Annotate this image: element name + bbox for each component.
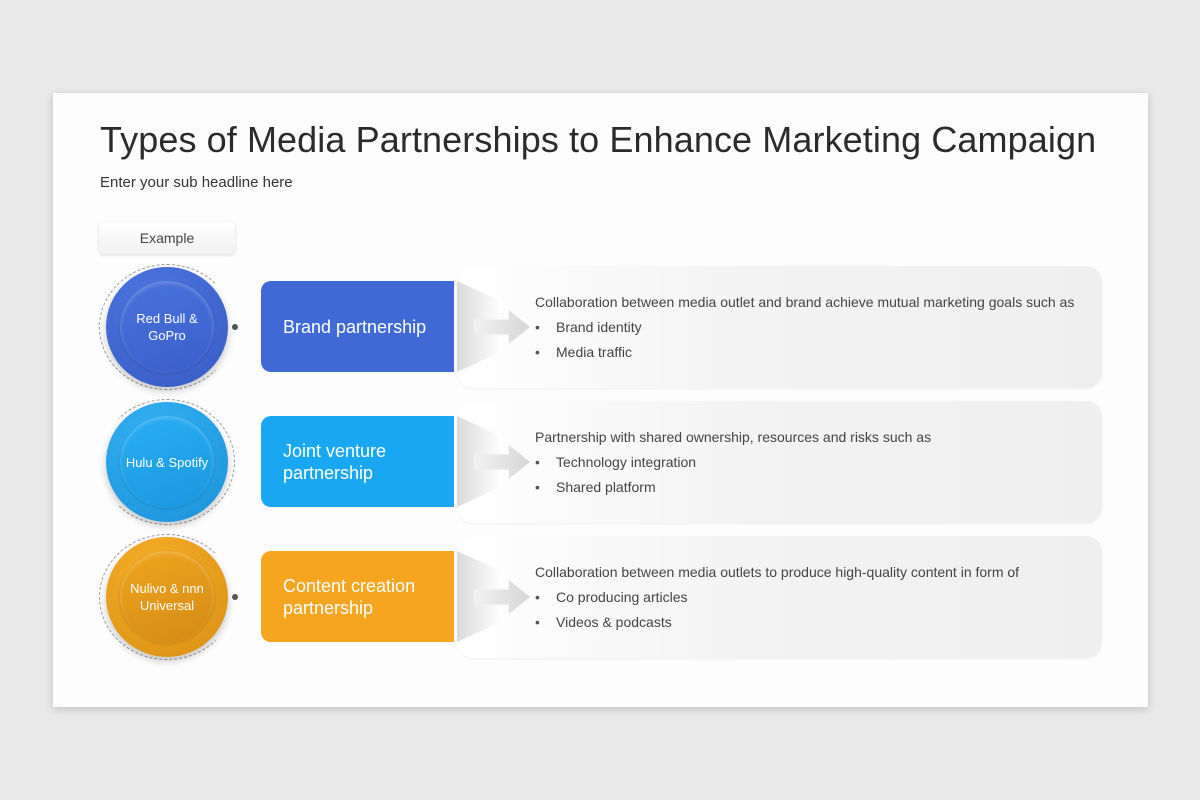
partnership-row-content-creation: Nulivo & nnn Universal Content creation … (53, 534, 1148, 660)
list-item: Videos & podcasts (535, 614, 688, 639)
partnership-type-joint-venture: Joint venture partnership (261, 416, 454, 507)
example-circle: Nulivo & nnn Universal (106, 537, 228, 657)
slide: Types of Media Partnerships to Enhance M… (53, 93, 1148, 707)
dashed-ring (99, 264, 235, 390)
example-circle: Red Bull & GoPro (106, 267, 228, 387)
partnership-type-content-creation: Content creation partnership (261, 551, 454, 642)
example-text: Red Bull & GoPro (120, 281, 214, 373)
slide-title: Types of Media Partnerships to Enhance M… (100, 119, 1097, 160)
bullet-list: Brand identity Media traffic (535, 319, 642, 369)
example-text: Nulivo & nnn Universal (120, 551, 214, 643)
dashed-ring (99, 399, 235, 525)
bullet-list: Technology integration Shared platform (535, 454, 696, 504)
description-text: Collaboration between media outlet and b… (535, 294, 1075, 310)
dashed-ring (99, 534, 235, 660)
description-text: Partnership with shared ownership, resou… (535, 429, 932, 445)
list-item: Shared platform (535, 479, 696, 504)
slide-subtitle: Enter your sub headline here (100, 174, 293, 191)
list-item: Media traffic (535, 344, 642, 369)
partnership-row-joint-venture: Hulu & Spotify Joint venture partnership… (53, 399, 1148, 525)
bullet-list: Co producing articles Videos & podcasts (535, 589, 688, 639)
description-text: Collaboration between media outlets to p… (535, 564, 1020, 580)
list-item: Technology integration (535, 454, 696, 479)
example-circle: Hulu & Spotify (106, 402, 228, 522)
example-label: Example (99, 222, 235, 254)
partnership-type-brand: Brand partnership (261, 281, 454, 372)
partnership-row-brand: Red Bull & GoPro Brand partnership Colla… (53, 264, 1148, 390)
ring-dot (232, 594, 238, 600)
example-text: Hulu & Spotify (120, 416, 214, 508)
list-item: Co producing articles (535, 589, 688, 614)
list-item: Brand identity (535, 319, 642, 344)
ring-dot (232, 324, 238, 330)
